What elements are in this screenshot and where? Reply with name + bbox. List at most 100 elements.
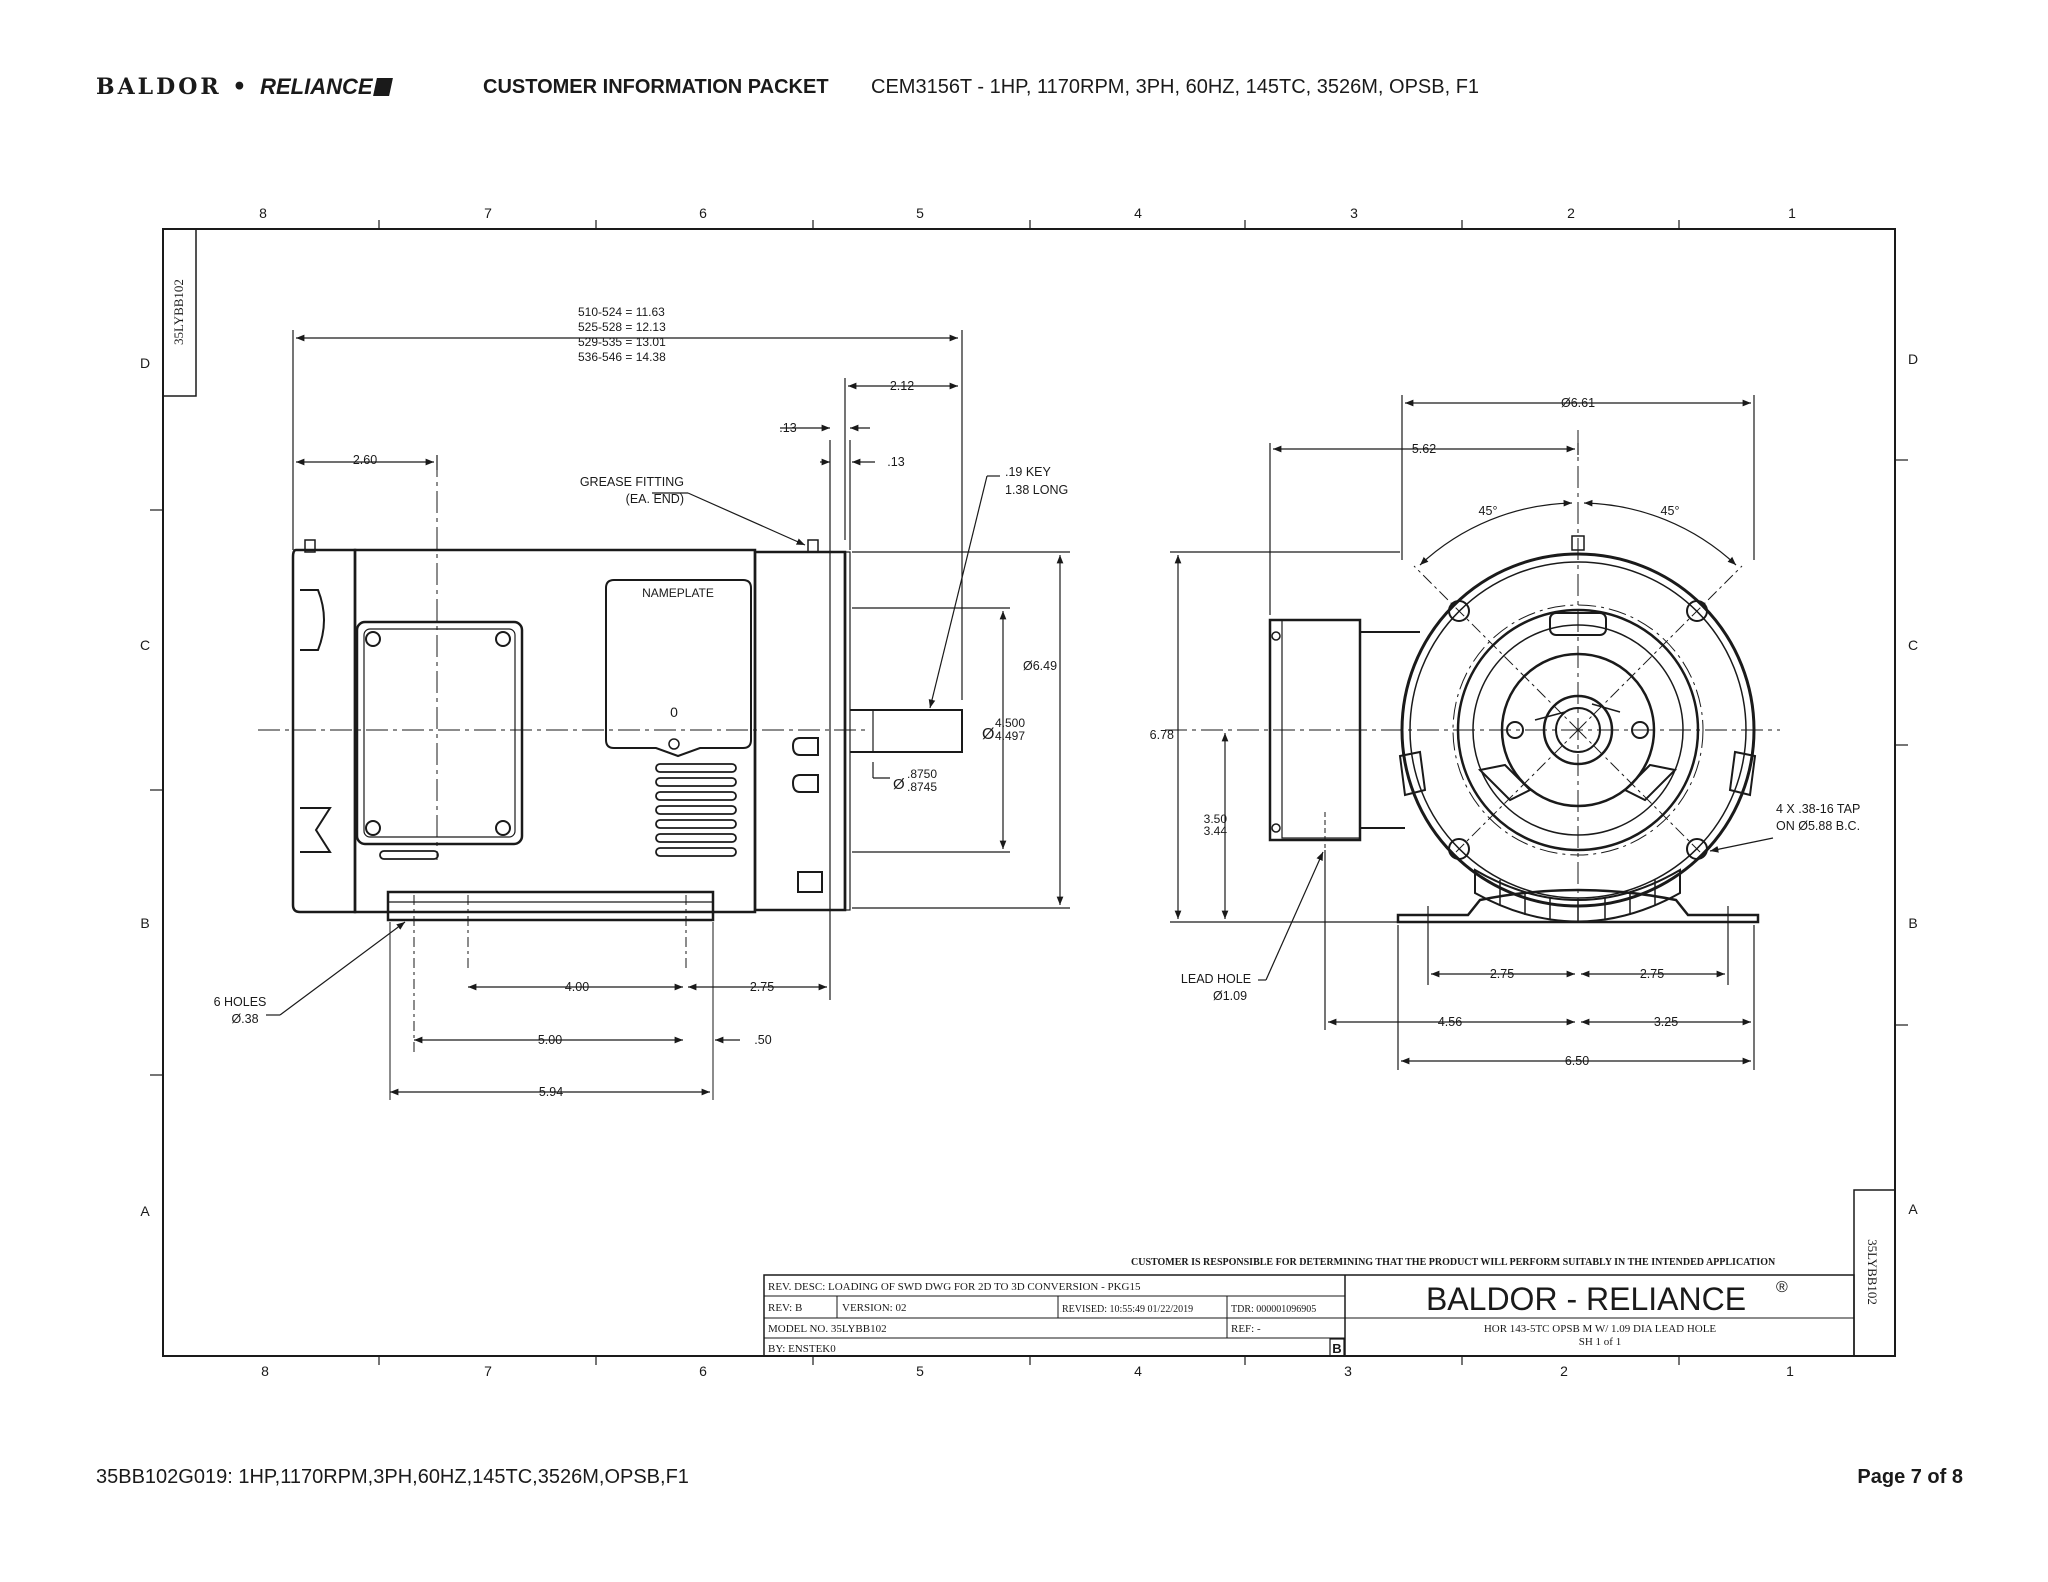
dim-3-44: 3.44 xyxy=(1204,824,1228,838)
model-no: MODEL NO. 35LYBB102 xyxy=(768,1323,887,1335)
rev: REV: B xyxy=(768,1302,802,1314)
end-view xyxy=(1165,430,1780,925)
zone-top-1: 1 xyxy=(1788,205,1796,221)
packet-title: CUSTOMER INFORMATION PACKET xyxy=(483,76,829,98)
baldor-reliance-logo: BALDOR • RELIANCE xyxy=(96,74,393,100)
zone-left-d: D xyxy=(140,355,150,371)
face-pilot xyxy=(1500,652,1656,808)
brand-baldor: BALDOR xyxy=(96,74,222,100)
dim-6-78: 6.78 xyxy=(1150,728,1174,742)
zone-top-4: 4 xyxy=(1134,205,1142,221)
dim-4-56: 4.56 xyxy=(1438,1015,1462,1029)
end-view-labels: Ø6.61 5.62 45° 45° 6.78 3.50 3.44 4 X .3… xyxy=(1150,396,1861,1068)
grease-label-2: (EA. END) xyxy=(626,492,684,506)
tdr: TDR: 000001096905 xyxy=(1231,1304,1316,1315)
dim-6-49: Ø6.49 xyxy=(1023,659,1057,673)
zone-labels: 8 7 6 5 4 3 2 1 8 7 6 5 4 3 2 1 D C B A … xyxy=(140,205,1918,1379)
lead-hole-label-2: Ø1.09 xyxy=(1213,989,1247,1003)
dim-13-a: .13 xyxy=(779,421,796,435)
lead-hole-label-1: LEAD HOLE xyxy=(1181,972,1251,986)
title-block-text: CUSTOMER IS RESPONSIBLE FOR DETERMINING … xyxy=(768,1257,1788,1356)
zone-right-d: D xyxy=(1908,351,1918,367)
side-view-labels: 2.60 510-524 = 11.63 525-528 = 12.13 529… xyxy=(214,305,1069,1099)
grease-label-1: GREASE FITTING xyxy=(580,475,684,489)
page-number: Page 7 of 8 xyxy=(1857,1466,1963,1488)
shaft xyxy=(850,709,963,753)
dim-3-25: 3.25 xyxy=(1654,1015,1678,1029)
key-label-1: .19 KEY xyxy=(1005,465,1052,479)
page-header: BALDOR • RELIANCE CUSTOMER INFORMATION P… xyxy=(96,74,1952,104)
zone-top-7: 7 xyxy=(484,205,492,221)
tap-label-2: ON Ø5.88 B.C. xyxy=(1776,819,1860,833)
zone-right-a: A xyxy=(1908,1201,1918,1217)
brand-separator: • xyxy=(232,74,250,100)
holes-label-1: 6 HOLES xyxy=(214,995,267,1009)
end-base xyxy=(1396,888,1760,924)
dim-4-00: 4.00 xyxy=(565,980,589,994)
zone-top-5: 5 xyxy=(916,205,924,221)
side-view xyxy=(258,455,963,1100)
mounting-base xyxy=(386,890,715,922)
zone-left-b: B xyxy=(140,915,149,931)
nameplate xyxy=(605,579,752,758)
dim-2-12: 2.12 xyxy=(890,379,914,393)
rev-letter: B xyxy=(1332,1341,1341,1356)
length-line-1: 510-524 = 11.63 xyxy=(578,305,665,319)
length-line-4: 536-546 = 14.38 xyxy=(578,350,666,364)
zone-top-6: 6 xyxy=(699,205,707,221)
rear-grease-fitting xyxy=(304,539,316,553)
dim-5-00: 5.00 xyxy=(538,1033,562,1047)
zone-bottom-4: 4 xyxy=(1134,1363,1142,1379)
side-view-dimensions xyxy=(266,330,1070,1096)
drawing-title: HOR 143-5TC OPSB M W/ 1.09 DIA LEAD HOLE xyxy=(1484,1323,1717,1335)
zone-bottom-1: 1 xyxy=(1786,1363,1794,1379)
angle-right: 45° xyxy=(1661,504,1680,518)
side-id-left: 35LYBB102 xyxy=(171,279,186,345)
company-name: BALDOR - RELIANCE xyxy=(1426,1281,1746,1317)
front-grease-fitting xyxy=(807,539,819,553)
nameplate-label: NAMEPLATE xyxy=(642,586,714,600)
zone-bottom-8: 8 xyxy=(261,1363,269,1379)
dim-8745: .8745 xyxy=(907,780,937,794)
title-block xyxy=(763,1274,1855,1357)
zone-left-c: C xyxy=(140,637,150,653)
dim-13-b: .13 xyxy=(887,455,904,469)
fan-cover-vents xyxy=(1474,868,1681,923)
angle-left: 45° xyxy=(1479,504,1498,518)
drawing-frame xyxy=(150,220,1908,1365)
end-view-dimensions xyxy=(1170,395,1774,1070)
registered-mark: ® xyxy=(1776,1279,1788,1296)
rear-endbell xyxy=(291,548,357,914)
motor-frame xyxy=(353,548,757,914)
zone-bottom-5: 5 xyxy=(916,1363,924,1379)
dim-8750: .8750 xyxy=(907,767,937,781)
dim-5-94: 5.94 xyxy=(539,1085,563,1099)
zone-bottom-3: 3 xyxy=(1344,1363,1352,1379)
zone-left-a: A xyxy=(140,1203,150,1219)
by: BY: ENSTEK0 xyxy=(768,1343,836,1355)
dim-4-497: 4.497 xyxy=(995,729,1025,743)
dim-50: .50 xyxy=(754,1033,771,1047)
zone-bottom-6: 6 xyxy=(699,1363,707,1379)
diam-symbol-4500: Ø xyxy=(982,726,994,743)
sheet-number: SH 1 of 1 xyxy=(1579,1336,1621,1348)
revised: REVISED: 10:55:49 01/22/2019 xyxy=(1062,1304,1193,1315)
nameplate-mark: 0 xyxy=(670,704,678,720)
zone-bottom-2: 2 xyxy=(1560,1363,1568,1379)
key-label-2: 1.38 LONG xyxy=(1005,483,1068,497)
dim-3-50: 3.50 xyxy=(1204,812,1228,826)
disclaimer: CUSTOMER IS RESPONSIBLE FOR DETERMINING … xyxy=(1131,1257,1776,1268)
dim-6-50: 6.50 xyxy=(1565,1054,1589,1068)
zone-right-b: B xyxy=(1908,915,1917,931)
dim-6-61: Ø6.61 xyxy=(1561,396,1595,410)
version: VERSION: 02 xyxy=(842,1302,906,1314)
zone-top-8: 8 xyxy=(259,205,267,221)
dim-5-62: 5.62 xyxy=(1412,442,1436,456)
dim-2-75-left: 2.75 xyxy=(1490,967,1514,981)
diam-symbol-8750: Ø xyxy=(893,776,905,793)
length-line-2: 525-528 = 12.13 xyxy=(578,320,666,334)
front-endbell xyxy=(753,550,847,912)
dim-4-500: 4.500 xyxy=(995,716,1025,730)
length-2-60: 2.60 xyxy=(353,453,377,467)
